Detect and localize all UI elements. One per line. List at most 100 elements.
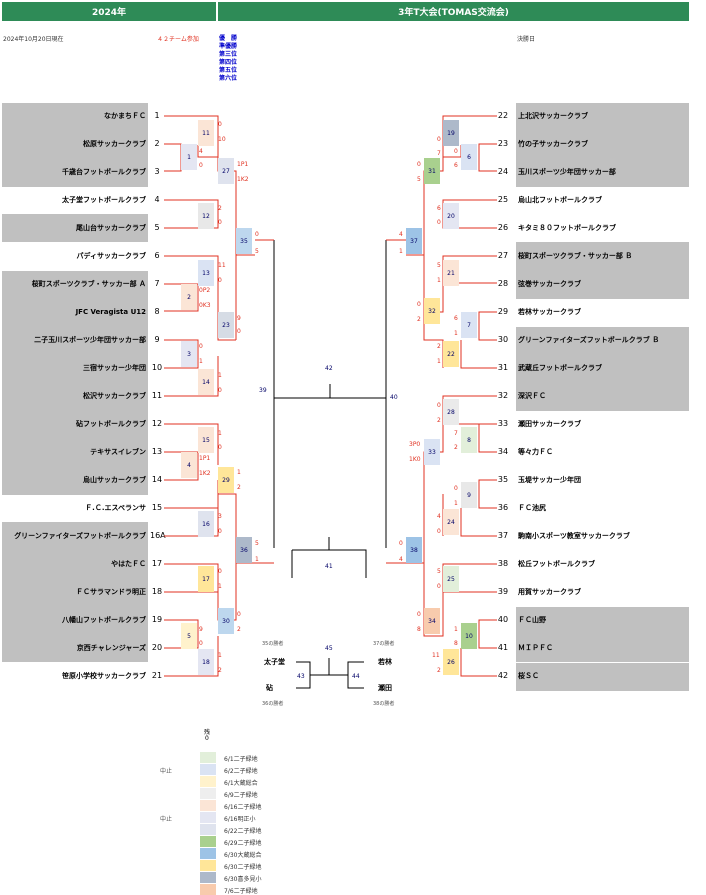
match-box-4: 4	[181, 452, 197, 478]
match-box-2: 2	[181, 284, 197, 310]
score-22: 1P1	[199, 455, 211, 462]
cancel-note-2: 中止	[160, 816, 173, 823]
score-62: 0	[454, 485, 458, 492]
left-team-13: テキサスイレブン	[90, 448, 146, 456]
legend-label-6: 6/22二子緑地	[224, 828, 262, 835]
third-left-top: 35の勝者	[262, 641, 284, 647]
placing-6: 第六位	[219, 75, 238, 82]
match-box-6: 6	[461, 144, 477, 170]
score-1: 10	[218, 136, 226, 143]
score-74: 11	[432, 652, 440, 659]
legend-label-7: 6/29二子緑地	[224, 840, 262, 847]
left-seed-8: 8	[154, 307, 160, 316]
right-seed-26: 26	[497, 223, 509, 232]
match-box-17: 17	[198, 566, 214, 592]
score-65: 0	[437, 528, 441, 535]
left-seed-4: 4	[154, 195, 160, 204]
left-team-10: 三宿サッカー少年団	[83, 364, 146, 372]
match-box-16: 16	[198, 511, 214, 537]
left-group-bg-4	[2, 411, 148, 495]
match-box-12: 12	[198, 203, 214, 229]
score-44: 6	[437, 205, 441, 212]
right-seed-37: 37	[497, 531, 509, 540]
left-seed-9: 9	[154, 335, 160, 344]
legend-label-9: 6/30二子緑地	[224, 864, 262, 871]
match-box-3: 3	[181, 341, 197, 367]
score-53: 1	[454, 330, 458, 337]
legend-swatch-3	[200, 788, 216, 799]
match-box-37: 37	[406, 228, 422, 254]
right-group-bg-1	[516, 103, 689, 187]
remaining-label: 残	[204, 729, 211, 736]
score-70: 0	[417, 611, 421, 618]
right-seed-25: 25	[497, 195, 509, 204]
right-group-bg-4	[516, 607, 689, 662]
right-team-30: グリーンファイターズフットボールクラブ Ｂ	[518, 336, 660, 344]
right-team-28: 弦巻サッカークラブ	[518, 280, 581, 288]
score-6: 2	[218, 205, 222, 212]
right-seed-38: 38	[497, 559, 509, 568]
legend-label-10: 6/30喜多見小	[224, 876, 262, 883]
score-71: 8	[417, 626, 421, 633]
left-seed-10: 10	[151, 363, 163, 372]
score-45: 0	[437, 219, 441, 226]
score-11: 0	[218, 277, 222, 284]
left-team-17: やはたＦＣ	[111, 560, 146, 568]
left-team-14: 烏山サッカークラブ	[83, 476, 146, 484]
right-team-36: ＦＣ池尻	[518, 504, 546, 512]
left-seed-13: 13	[151, 447, 163, 456]
right-seed-27: 27	[497, 251, 509, 260]
score-26: 3	[218, 513, 222, 520]
score-28: 5	[255, 540, 259, 547]
right-team-32: 深沢ＦＣ	[518, 392, 546, 400]
left-seed-21: 21	[151, 671, 163, 680]
score-75: 2	[437, 667, 441, 674]
right-team-40: ＦＣ山野	[518, 616, 546, 624]
right-team-34: 等々力ＦＣ	[518, 448, 553, 456]
match-box-30: 30	[218, 608, 234, 634]
match-box-26: 26	[443, 649, 459, 675]
score-69: 0	[437, 583, 441, 590]
right-team-31: 武蔵丘フットボールクラブ	[518, 364, 602, 372]
score-47: 1	[399, 248, 403, 255]
score-64: 4	[437, 513, 441, 520]
legend-swatch-8	[200, 848, 216, 859]
score-17: 1	[199, 358, 203, 365]
right-team-39: 用賀サッカークラブ	[518, 588, 581, 596]
right-seed-30: 30	[497, 335, 509, 344]
score-31: 1	[218, 583, 222, 590]
third-right-top: 37の勝者	[373, 641, 395, 647]
right-team-35: 玉堤サッカー少年団	[518, 476, 581, 484]
right-team-42: 桜ＳＣ	[518, 672, 539, 680]
left-group-bg-3	[2, 271, 148, 411]
score-38: 0	[437, 136, 441, 143]
third-team-1: 太子堂	[264, 658, 285, 666]
score-68: 5	[437, 568, 441, 575]
score-60: 3P0	[409, 441, 421, 448]
left-team-8: JFC Veragista U12	[75, 308, 146, 316]
score-46: 4	[399, 231, 403, 238]
third-team-3: 砧	[266, 684, 273, 692]
right-seed-33: 33	[497, 419, 509, 428]
score-0: 0	[218, 121, 222, 128]
match-box-9: 9	[461, 482, 477, 508]
legend-label-5: 6/16明正小	[224, 816, 256, 823]
score-4: 1P1	[237, 161, 249, 168]
legend-swatch-6	[200, 824, 216, 835]
score-30: 0	[218, 568, 222, 575]
match-box-24: 24	[443, 509, 459, 535]
right-group-bg-3	[516, 327, 689, 411]
score-29: 1	[255, 556, 259, 563]
score-57: 2	[437, 417, 441, 424]
update-date: 2024年10月20日現在	[3, 36, 64, 43]
placing-4: 第四位	[219, 59, 238, 66]
score-10: 11	[218, 262, 226, 269]
right-seed-29: 29	[497, 307, 509, 316]
right-team-41: ＭＩＰＦＣ	[518, 644, 553, 652]
match-box-25: 25	[443, 566, 459, 592]
score-37: 2	[218, 667, 222, 674]
right-group-bg-5	[516, 663, 689, 691]
score-23: 1K2	[199, 470, 211, 477]
match-43: 43	[297, 673, 305, 680]
left-seed-12: 12	[151, 419, 163, 428]
